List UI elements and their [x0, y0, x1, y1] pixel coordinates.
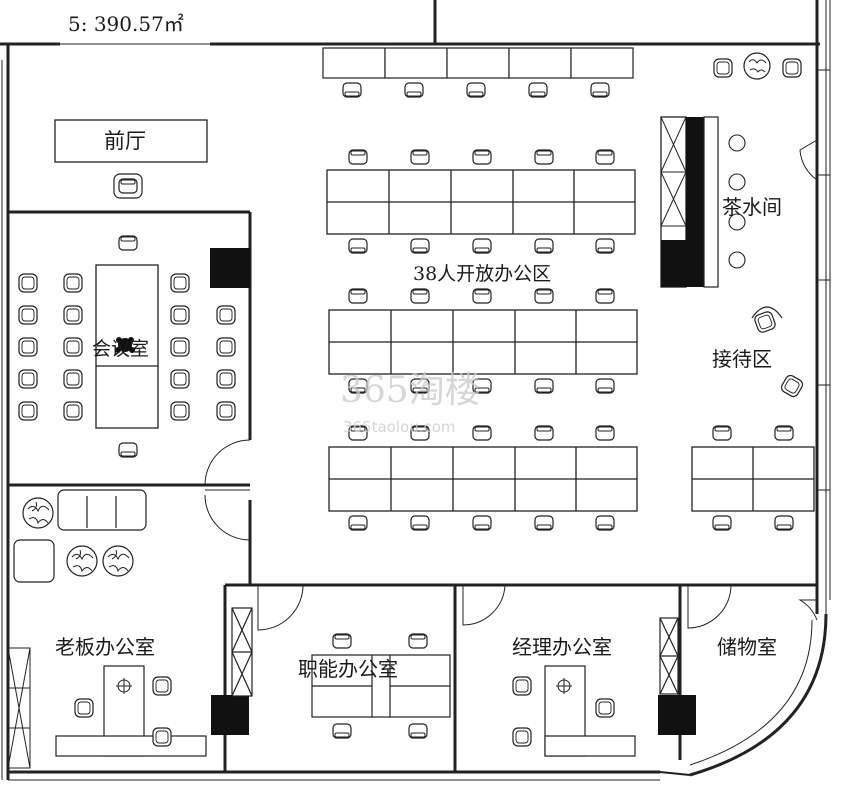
lobby-label: 前厅	[104, 129, 146, 153]
manager-office-label: 经理办公室	[512, 635, 612, 659]
boss-office-label: 老板办公室	[55, 635, 155, 659]
function-office-label: 职能办公室	[298, 657, 398, 681]
area-label: 5: 390.57㎡	[68, 12, 184, 36]
pantry-label: 茶水间	[722, 195, 782, 219]
storage-label: 储物室	[717, 635, 777, 659]
watermark-url: 365taolou.com	[343, 418, 456, 436]
open-office-label: 38人开放办公区	[413, 263, 551, 285]
watermark-text: 365淘楼	[340, 370, 481, 411]
reception-label: 接待区	[712, 347, 772, 371]
meeting-room-label: 会议室	[92, 338, 149, 360]
